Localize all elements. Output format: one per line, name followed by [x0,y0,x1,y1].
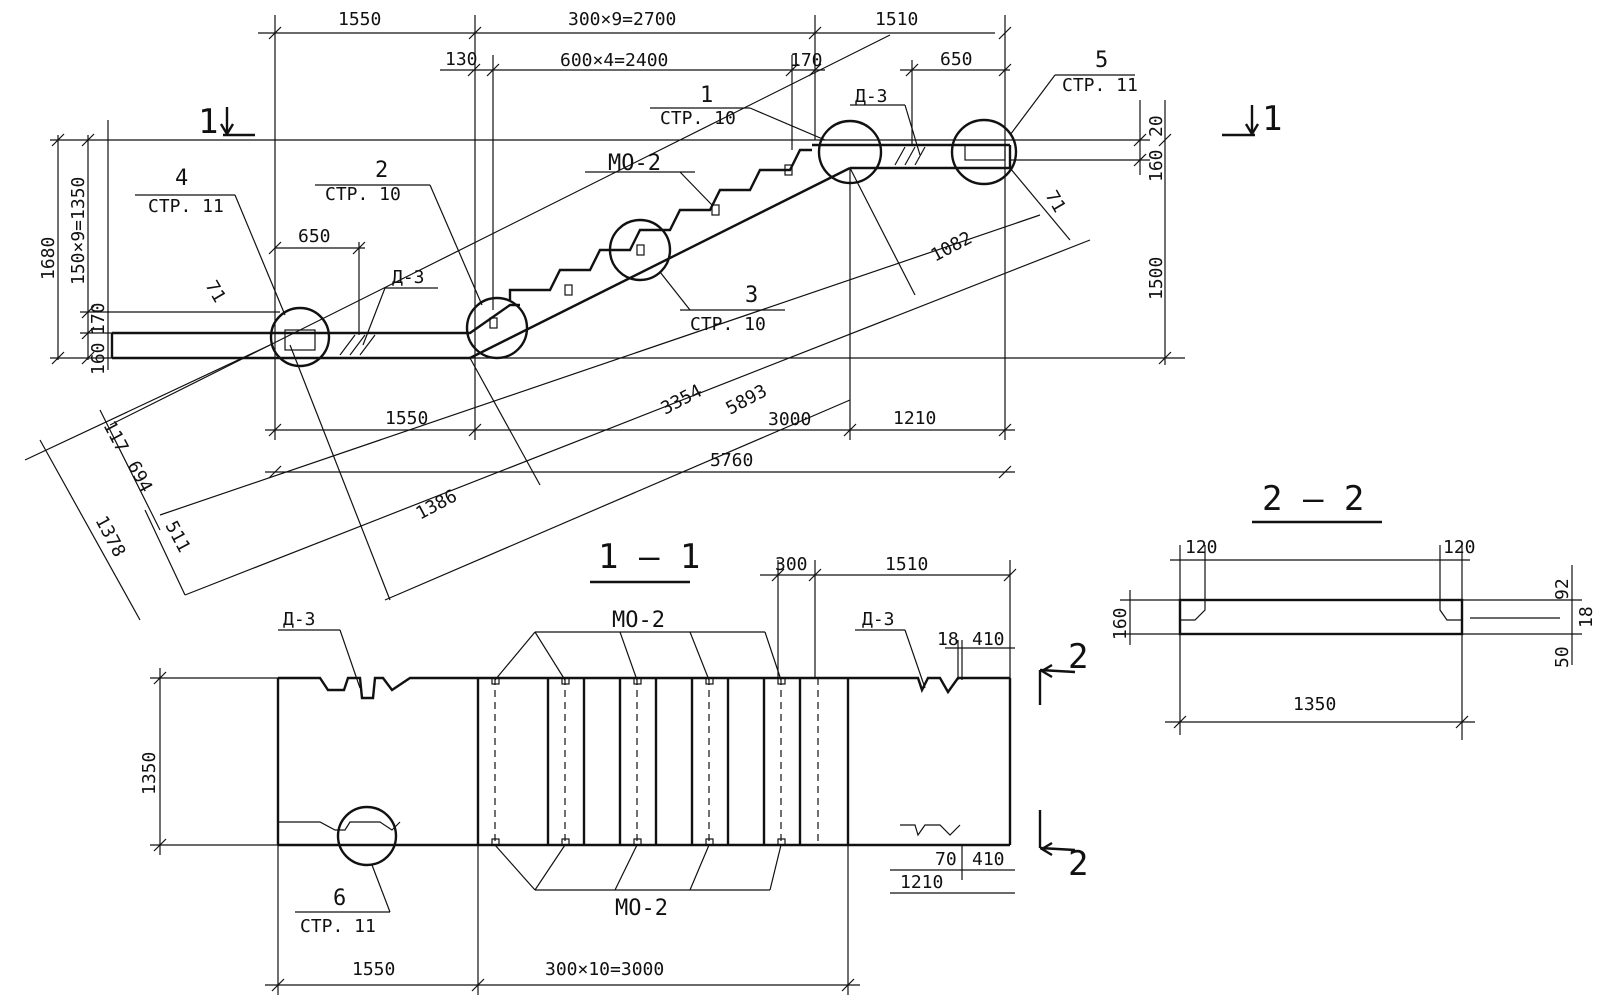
section22-title: 2 — 2 [1262,479,1364,519]
dim-130: 130 [445,49,478,70]
dim-170: 170 [790,50,823,71]
dim-650-left: 650 [298,226,331,247]
callout-5-number: 5 [1095,48,1108,73]
callout-1-ref: СТР. 10 [660,108,736,129]
callout-2-number: 2 [375,158,388,183]
dim-2400: 600×4=2400 [560,50,668,71]
callout-3-ref: СТР. 10 [690,314,766,335]
dim-top-1510: 1510 [875,9,918,30]
dim-3354: 3354 [657,381,705,420]
dim-160-left: 160 [88,342,109,375]
mo2-label-plan-bottom: МО-2 [615,896,668,921]
dim-71-right: 71 [1041,187,1070,216]
dim-160-right: 160 [1146,149,1167,182]
dim-plan-410-bottom: 410 [972,849,1005,870]
dim-plan-70: 70 [935,849,957,870]
callout-4-number: 4 [175,166,188,191]
dim-plan-410-top: 410 [972,629,1005,650]
dim-s22-120-left: 120 [1185,537,1218,558]
dim-s22-160: 160 [1110,607,1131,640]
dim-5893: 5893 [722,381,770,420]
dim-511: 511 [161,517,195,556]
detail-circle-2 [465,296,529,360]
dim-s22-50: 50 [1552,646,1573,668]
elevation-view: 1550 300×9=2700 1510 130 600×4=2400 170 … [24,9,1282,621]
dim-plan-1210: 1210 [900,872,943,893]
dim-top-1550: 1550 [338,9,381,30]
section-mark-2-bottom: 2 [1068,844,1088,884]
dim-71-left: 71 [201,277,230,306]
d3-label-plan-right: Д-3 [862,609,895,630]
dim-bottom-3000: 3000 [768,409,811,430]
callout-3-number: 3 [745,283,758,308]
dim-bottom-1210: 1210 [893,408,936,429]
detail-circle-5 [950,118,1018,186]
section-view-2-2: 2 — 2 120 120 160 92 18 50 1350 [1110,479,1597,740]
dim-1378: 1378 [91,512,130,560]
dim-plan-bottom-1550: 1550 [352,959,395,980]
dim-1386: 1386 [412,486,460,525]
callout-6-number: 6 [333,886,346,911]
callout-6-ref: СТР. 11 [300,916,376,937]
dim-650-right: 650 [940,49,973,70]
dim-plan-18: 18 [937,629,959,650]
section-mark-2-top: 2 [1068,637,1088,677]
section-mark-1-left: 1 [198,102,218,142]
dim-s22-120-right: 120 [1443,537,1476,558]
callout-2-ref: СТР. 10 [325,184,401,205]
dim-s22-1350: 1350 [1293,694,1336,715]
plan-view-1-1: 1 — 1 М [139,537,1088,995]
detail-circle-6 [336,805,398,867]
dim-1350: 150×9=1350 [68,177,89,285]
dim-plan-1350: 1350 [139,752,160,795]
dim-plan-bottom-3000: 300×10=3000 [545,959,664,980]
dim-s22-92: 92 [1552,578,1573,600]
dim-694: 694 [123,457,157,496]
dim-s22-18: 18 [1576,606,1597,628]
dim-20-right: 20 [1146,115,1167,137]
detail-circle-4 [269,306,331,368]
dim-170-left: 170 [88,302,109,335]
plan-title: 1 — 1 [598,537,700,577]
d3-label-elevation-right: Д-3 [855,86,888,107]
mo2-label-plan-top: МО-2 [612,608,665,633]
dim-1500-right: 1500 [1146,257,1167,300]
d3-label-plan-left: Д-3 [283,609,316,630]
section-mark-1-right: 1 [1262,99,1282,139]
detail-circle-3 [608,218,672,282]
dim-1680: 1680 [38,237,59,280]
dim-plan-1510: 1510 [885,554,928,575]
callout-4-ref: СТР. 11 [148,196,224,217]
dim-bottom-1550: 1550 [385,408,428,429]
dim-top-2700: 300×9=2700 [568,9,676,30]
dim-bottom-5760: 5760 [710,450,753,471]
dim-plan-300: 300 [775,554,808,575]
callout-5-ref: СТР. 11 [1062,75,1138,96]
dim-1082: 1082 [927,228,975,267]
callout-1-number: 1 [700,83,713,108]
